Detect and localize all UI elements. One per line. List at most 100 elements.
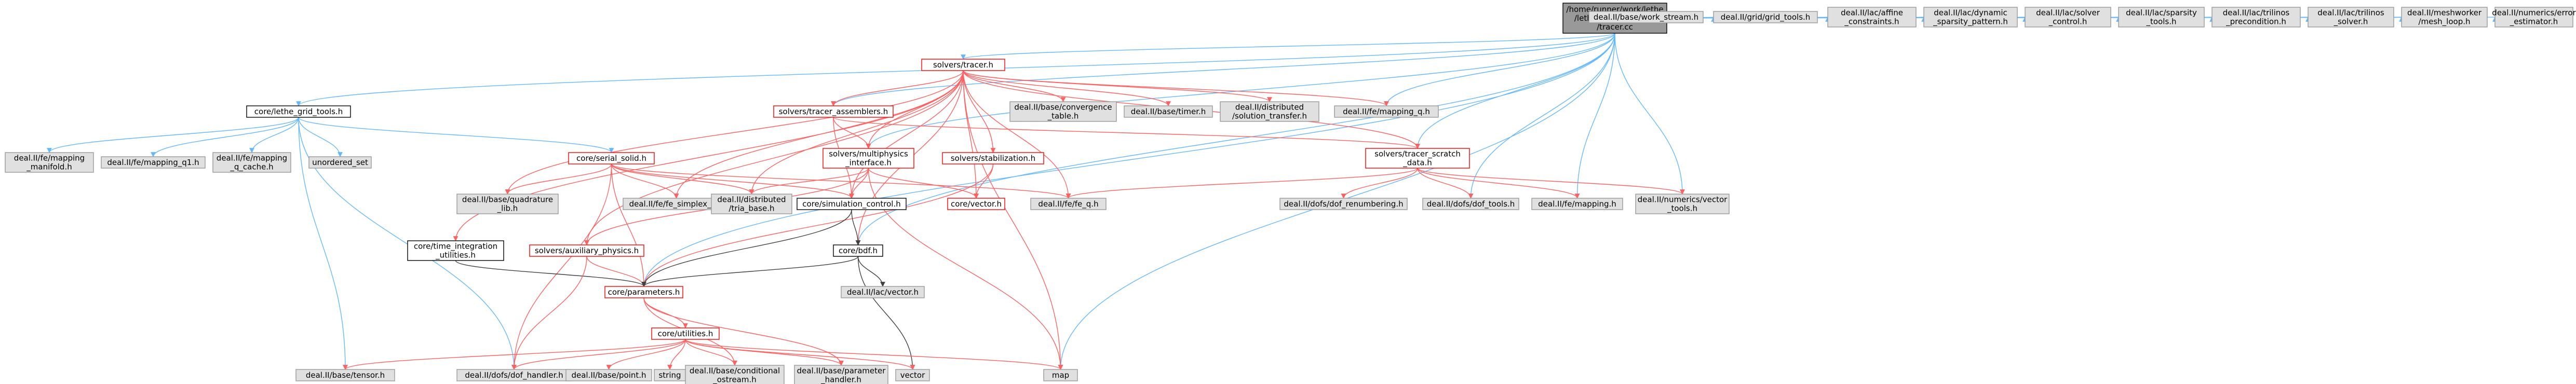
node-tracer-assemblers[interactable]: solvers/tracer_assemblers.h [773,105,894,118]
node-box [1279,198,1408,210]
node-label: deal.II/base/work_stream.h [1594,12,1698,22]
node-label: deal.II/base/conditional [690,366,780,376]
edge-tracer_h-to-tracer_assemblers [831,70,964,106]
node-label: unordered_set [312,158,368,168]
node-label: deal.II/fe/mapping_q1.h [107,158,199,168]
edge-lethe_grid_tools-to-tensor [298,117,348,370]
edge-tracer_h-to-map [963,70,1063,370]
edge-tracer_h-to-simulation_control [849,70,964,199]
node-label: _ostream.h [712,375,757,384]
edge-tracer_h-to-fe_q [963,70,1071,199]
node-label: deal.II/base/quadrature [462,195,553,204]
node-label: core/parameters.h [608,287,680,297]
node-box [2025,7,2111,28]
node-box [1531,198,1623,210]
node-label: core/vector.h [951,199,1002,209]
node-tria-base: deal.II/distributed/tria_base.h [711,194,792,214]
node-box [1422,198,1519,210]
node-label: _q_cache.h [230,162,273,172]
node-convergence-table: deal.II/base/convergence_table.h [1009,101,1117,122]
node-stabilization[interactable]: solvers/stabilization.h [942,152,1044,164]
node-label: deal.II/fe/mapping [14,154,85,163]
node-box [212,152,291,173]
node-conditional-ostream: deal.II/base/conditional_ostream.h [685,365,785,384]
node-fe-mapping-q: deal.II/fe/mapping_q.h [1334,105,1439,118]
node-utilities[interactable]: core/utilities.h [651,327,720,340]
node-label: _handler.h [820,375,861,384]
node-box [2401,7,2488,28]
node-box [2494,7,2573,28]
node-label: deal.II/fe/mapping.h [1538,199,1616,209]
edge-parameters-to-utilities [643,297,688,328]
edge-serial_solid-to-quadrature_lib [505,163,612,195]
node-label: /mesh_loop.h [2418,17,2470,27]
node-box [1827,7,1917,28]
node-sparsity-tools: deal.II/lac/sparsity_tools.h [2118,7,2205,28]
node-fe-mapping-q-cache: deal.II/fe/mapping_q_cache.h [212,152,291,173]
node-box [1220,101,1319,122]
node-solver-control: deal.II/lac/solver_control.h [2025,7,2111,28]
node-point: deal.II/base/point.h [565,369,652,381]
node-label: string [658,371,681,380]
node-box [529,244,644,257]
edge-utilities-to-map [685,339,1063,370]
node-label: deal.II/lac/solver [2036,8,2100,18]
edge-multiphysics_interface-to-tria_base [749,168,869,195]
node-label: deal.II/lac/trilinos [2223,8,2290,18]
node-lethe-grid-tools[interactable]: core/lethe_grid_tools.h [246,105,351,118]
node-label: core/bdf.h [839,246,878,255]
edge-root-to-vector_tools [1614,33,1685,195]
node-label: _lib.h [497,204,518,214]
node-tracer-h[interactable]: solvers/tracer.h [921,59,1005,71]
node-map: map [1043,369,1078,381]
node-label: /solution_transfer.h [1232,112,1307,121]
node-label: /tracer.cc [1597,22,1633,32]
node-label: deal.II/base/convergence [1014,103,1112,112]
node-vector-tools: deal.II/numerics/vector_tools.h [1635,194,1730,214]
node-auxiliary-physics[interactable]: solvers/auxiliary_physics.h [529,244,644,257]
edges-layer [47,17,2496,370]
node-affine-constraints: deal.II/lac/affine_constraints.h [1827,7,1917,28]
edge-tracer_h-to-convergence_table [963,70,1066,102]
node-grid-tools: deal.II/grid/grid_tools.h [1713,11,1818,23]
node-parameters[interactable]: core/parameters.h [604,286,683,298]
edge-lethe_grid_tools-to-fe_mapping_q1 [151,117,299,157]
node-label: _interface.h [845,158,892,168]
node-box [1009,101,1117,122]
node-label: deal.II/distributed [717,195,786,204]
node-label: deal.II/lac/vector.h [847,287,919,297]
node-parameter-handler: deal.II/base/parameter_handler.h [794,365,888,384]
node-multiphysics-interface[interactable]: solvers/multiphysics_interface.h [822,148,914,169]
edge-parameters-to-parameter_handler [643,297,844,366]
node-serial-solid[interactable]: core/serial_solid.h [568,152,655,164]
node-label: solvers/tracer.h [933,60,993,70]
edge-simulation_control-to-parameters [641,209,852,287]
node-label: core/time_integration [414,242,497,252]
edge-serial_solid-to-simulation_control [611,163,854,199]
node-bdf[interactable]: core/bdf.h [833,244,883,257]
node-label: _data.h [1402,158,1432,168]
node-core-vector[interactable]: core/vector.h [947,198,1005,210]
edge-tracer_scratch-to-dof_tools [1417,168,1474,199]
node-time-integration[interactable]: core/time_integration_utilities.h [407,240,504,261]
node-label: core/lethe_grid_tools.h [254,107,343,117]
edge-tracer_scratch-to-fe_q [1066,168,1418,199]
node-simulation-control[interactable]: core/simulation_control.h [797,198,907,210]
node-label: _estimator.h [2510,17,2558,27]
node-box [711,194,792,214]
edge-lethe_grid_tools-to-unordered_set [298,117,343,157]
node-box [246,105,351,118]
edge-utilities-to-string [667,339,686,370]
node-tensor: deal.II/base/tensor.h [295,369,395,381]
edge-tracer_assemblers-to-multiphysics_interface [833,117,871,149]
node-box [456,194,559,214]
node-tracer-scratch[interactable]: solvers/tracer_scratch_data.h [1365,148,1470,169]
node-label: _solver.h [2334,17,2368,27]
edge-multiphysics_interface-to-core_vector [868,168,979,199]
node-box [1923,7,2018,28]
node-label: /tria_base.h [729,204,775,214]
node-label: deal.II/lac/trilinos [2317,8,2384,18]
edge-root-to-fe_mapping_q [1384,33,1615,106]
node-box [942,152,1044,164]
edge-utilities-to-point [606,339,686,370]
